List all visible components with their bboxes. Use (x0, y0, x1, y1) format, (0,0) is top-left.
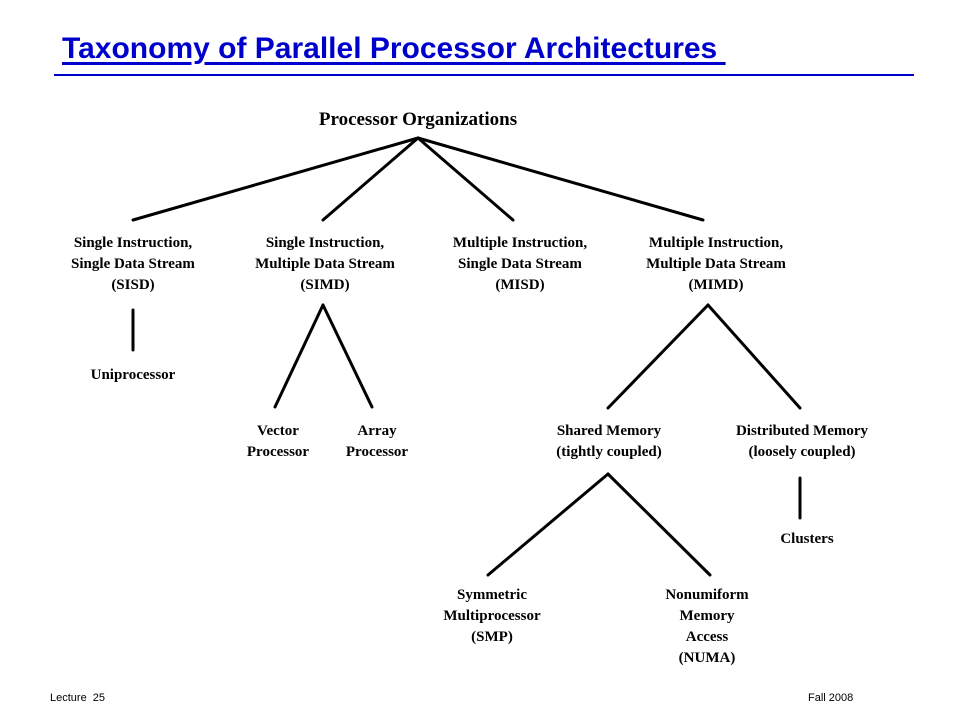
node-label: Uniprocessor (90, 367, 176, 383)
edge-root-sisd (131, 136, 420, 222)
node-label: (SISD) (111, 277, 155, 293)
node-processor-organizations: Processor Organizations (258, 108, 578, 132)
node-label: Single Data Stream (458, 256, 582, 272)
node-smp: Symmetric Multiprocessor (SMP) (422, 585, 562, 648)
edge-mimd-shared (606, 303, 710, 410)
edge-root-misd (416, 136, 515, 222)
node-label: Access (685, 629, 729, 645)
node-label: Processor Organizations (318, 109, 518, 130)
node-array-processor: Array Processor (327, 421, 427, 463)
node-label: Single Data Stream (71, 256, 195, 272)
node-label: Clusters (780, 531, 834, 547)
node-label: Multiple Data Stream (646, 256, 786, 272)
node-label: Nonumiform (665, 587, 749, 603)
node-label: Processor (345, 444, 409, 460)
node-label: Memory (679, 608, 735, 624)
node-sisd: Single Instruction, Single Data Stream (… (38, 233, 228, 296)
node-label: Multiple Data Stream (255, 256, 395, 272)
edge-mimd-distributed (706, 303, 802, 410)
node-label: (SMP) (471, 629, 513, 645)
edge-simd-vector (273, 303, 325, 409)
node-label: Symmetric (457, 587, 527, 603)
node-label: (loosely coupled) (748, 444, 856, 460)
node-label: Multiple Instruction, (648, 235, 784, 251)
node-distributed-memory: Distributed Memory (loosely coupled) (712, 421, 892, 463)
node-label: Distributed Memory (735, 423, 869, 439)
edge-simd-array (321, 303, 374, 409)
node-label: Array (357, 423, 397, 439)
node-label: (tightly coupled) (556, 444, 662, 460)
node-label: Vector (257, 423, 299, 439)
edge-root-mimd (416, 136, 705, 222)
node-label: Single Instruction, (265, 235, 385, 251)
node-uniprocessor: Uniprocessor (63, 365, 203, 386)
slide-title-text: Taxonomy of Parallel Processor Architect… (62, 32, 726, 65)
node-clusters: Clusters (752, 529, 862, 550)
node-vector-processor: Vector Processor (228, 421, 328, 463)
slide-title: Taxonomy of Parallel Processor Architect… (54, 30, 914, 76)
node-label: Single Instruction, (73, 235, 193, 251)
footer-term: Fall 2008 (808, 692, 854, 704)
node-label: (NUMA) (678, 650, 736, 666)
node-shared-memory: Shared Memory (tightly coupled) (528, 421, 690, 463)
node-misd: Multiple Instruction, Single Data Stream… (422, 233, 618, 296)
node-label: Processor (246, 444, 310, 460)
edge-shared-numa (606, 472, 712, 577)
footer-lecture: Lecture 25 (50, 692, 106, 704)
node-simd: Single Instruction, Multiple Data Stream… (228, 233, 422, 296)
node-label: Multiple Instruction, (452, 235, 588, 251)
edge-root-simd (321, 136, 420, 222)
node-label: Multiprocessor (443, 608, 541, 624)
node-numa: Nonumiform Memory Access (NUMA) (645, 585, 769, 669)
node-label: (MISD) (495, 277, 545, 293)
node-label: (MIMD) (688, 277, 744, 293)
node-label: Shared Memory (556, 423, 662, 439)
node-mimd: Multiple Instruction, Multiple Data Stre… (618, 233, 814, 296)
node-label: (SIMD) (300, 277, 350, 293)
edge-shared-smp (486, 472, 610, 577)
